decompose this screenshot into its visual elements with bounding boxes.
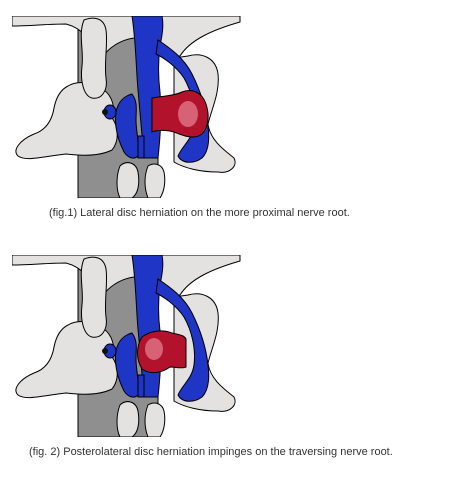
figure-2-caption: (fig. 2) Posterolateral disc herniation … [29, 446, 393, 458]
nerve-branch-lower [137, 374, 145, 398]
left-transverse-process [15, 82, 118, 160]
disc-highlight [145, 338, 163, 360]
nerve-branch-lower [137, 135, 145, 159]
figure-2: (fig. 2) Posterolateral disc herniation … [0, 241, 453, 482]
lower-facet-left [116, 401, 140, 437]
traversing-nerve-root-left [115, 93, 140, 159]
posterolateral-herniation-illustration [12, 255, 241, 437]
disc-highlight [178, 101, 198, 127]
lower-facet-right [144, 163, 166, 198]
figure-1-caption: (fig.1) Lateral disc herniation on the m… [49, 207, 350, 219]
figure-1: (fig.1) Lateral disc herniation on the m… [12, 16, 350, 219]
lower-facet-left [116, 162, 140, 198]
traversing-nerve-root-left [115, 332, 140, 398]
ganglion-left-tip [102, 348, 108, 354]
lateral-herniation-illustration [12, 16, 241, 198]
exiting-nerve-root [155, 278, 210, 402]
upper-lamina [12, 255, 241, 298]
lower-facet-right [144, 402, 166, 437]
left-transverse-process [15, 321, 118, 399]
left-pedicle [80, 256, 108, 338]
left-pedicle [80, 17, 108, 99]
ganglion-left-tip [102, 109, 108, 115]
upper-lamina [12, 16, 241, 59]
